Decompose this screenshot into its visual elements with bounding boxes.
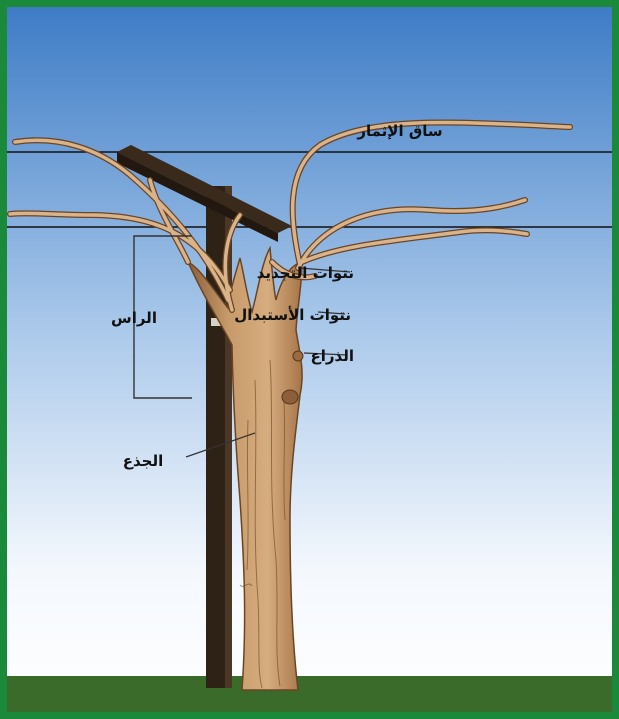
label-fruiting-cane: ساق الإثمار [356,122,442,140]
label-trunk: الجذع [123,452,164,470]
trunk-knot [282,390,298,404]
ground [7,676,612,712]
label-renewal-spurs: نتوات التجديد [257,264,354,282]
label-head: الراس [111,309,157,327]
grapevine-diagram: ساق الإثمار نتوات التجديد نتوات الأستبدا… [7,7,612,712]
trunk-knot [293,351,303,361]
sky-background [7,7,612,712]
label-arm: الذراع [311,347,354,365]
label-replacement-spurs: نتوات الأستبدال [234,306,351,324]
